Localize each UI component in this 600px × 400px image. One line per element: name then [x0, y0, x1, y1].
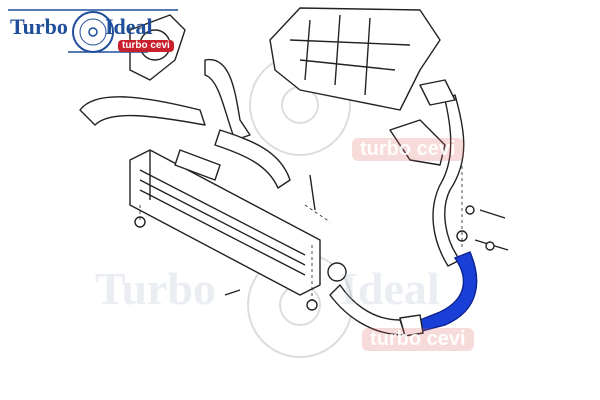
- hose-upper: [204, 58, 251, 141]
- intercooler-fins: [139, 150, 306, 276]
- assembly-guide-lines: [139, 160, 463, 300]
- bracket: [389, 119, 446, 166]
- highlighted-hose: [414, 251, 478, 333]
- watermark-wheel: [247, 54, 353, 358]
- nut: [306, 299, 318, 311]
- manifold-detail-lines: [289, 14, 411, 96]
- watermark-tagline-2: turbo cevi: [352, 138, 464, 161]
- pipe-right: [432, 94, 465, 267]
- hose-end-clamp: [399, 314, 424, 337]
- hose-clamp: [327, 262, 347, 282]
- logo-word-ideal: Ideal: [105, 14, 153, 39]
- hose-coupling: [174, 149, 221, 181]
- brand-logo: Turbo Ideal turbo cevi: [8, 6, 178, 54]
- hose-left: [79, 96, 206, 126]
- flange: [419, 79, 456, 106]
- watermark-turbo: Turbo: [95, 263, 217, 314]
- logo-wheel-icon: [8, 9, 178, 53]
- logo-word-turbo: Turbo: [10, 14, 68, 39]
- washer: [485, 241, 495, 251]
- watermark-tagline: turbo cevi: [362, 328, 474, 351]
- washer: [465, 205, 475, 215]
- hose-middle: [214, 129, 291, 189]
- logo-tagline: turbo cevi: [118, 40, 174, 52]
- intake-manifold: [269, 7, 441, 111]
- watermark-ideal: Ideal: [340, 263, 440, 314]
